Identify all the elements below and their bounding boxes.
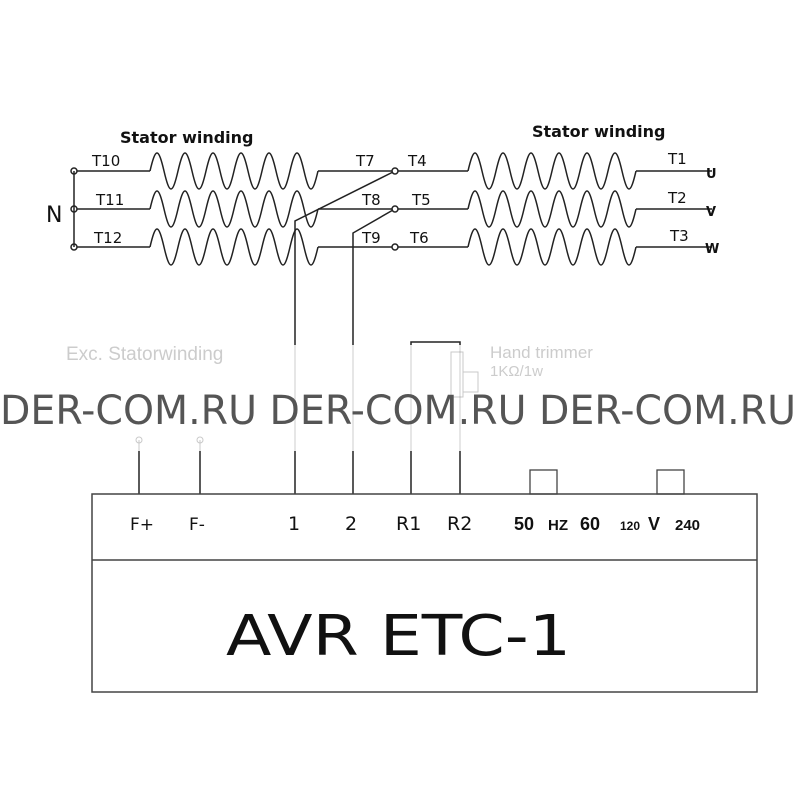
volt-240-label: 240 bbox=[675, 517, 700, 534]
t11-label: T11 bbox=[95, 191, 124, 209]
winding-coil-right bbox=[467, 152, 637, 190]
t9-label: T9 bbox=[361, 229, 381, 247]
winding-coil-right bbox=[467, 228, 637, 266]
avr-unit bbox=[91, 493, 758, 693]
t3-label: T3 bbox=[669, 227, 689, 245]
t10-label: T10 bbox=[91, 152, 120, 170]
avr-title: AVR ETC-1 bbox=[226, 604, 571, 669]
watermark: DER-COM.RU DER-COM.RU DER-COM.RU bbox=[0, 388, 796, 434]
labels: Stator winding Stator winding N T10 T11 … bbox=[46, 122, 719, 257]
terminal-node bbox=[391, 205, 399, 213]
terminal-node bbox=[391, 167, 399, 175]
terminal-1: 1 bbox=[288, 513, 300, 535]
volt-120-label: 120 bbox=[620, 519, 640, 533]
exciter-label: Exc. Statorwinding bbox=[66, 344, 223, 365]
trimmer-label: Hand trimmer bbox=[490, 343, 593, 362]
freq-50-label: 50 bbox=[514, 514, 534, 534]
trimmer-value-label: 1KΩ/1w bbox=[490, 363, 543, 380]
stator-right-label: Stator winding bbox=[532, 122, 666, 141]
winding-coil-right bbox=[467, 190, 637, 228]
t8-label: T8 bbox=[361, 191, 381, 209]
terminal-node bbox=[391, 243, 399, 251]
terminal-r1: R1 bbox=[396, 513, 421, 535]
t4-label: T4 bbox=[407, 152, 427, 170]
phase-u-label: U bbox=[706, 167, 717, 182]
phase-v-label: V bbox=[706, 205, 716, 220]
terminal-2: 2 bbox=[345, 513, 357, 535]
stator-left-label: Stator winding bbox=[120, 128, 254, 147]
t2-label: T2 bbox=[667, 189, 687, 207]
winding-coil-left bbox=[149, 190, 319, 228]
freq-60-label: 60 bbox=[580, 514, 600, 534]
t12-label: T12 bbox=[93, 229, 122, 247]
t1-label: T1 bbox=[667, 150, 687, 168]
volt-v-label: V bbox=[648, 514, 660, 534]
t5-label: T5 bbox=[411, 191, 431, 209]
phase-w-label: W bbox=[705, 242, 719, 257]
neutral-label: N bbox=[46, 203, 62, 228]
t7-label: T7 bbox=[355, 152, 375, 170]
t6-label: T6 bbox=[409, 229, 429, 247]
freq-jumper[interactable] bbox=[529, 469, 558, 495]
winding-coil-left bbox=[149, 152, 319, 190]
winding-coil-left bbox=[149, 228, 319, 266]
terminal-r2: R2 bbox=[447, 513, 472, 535]
volt-jumper[interactable] bbox=[656, 469, 685, 495]
terminal-f-plus: F+ bbox=[130, 515, 154, 535]
freq-hz-label: HZ bbox=[548, 517, 568, 534]
trimmer-resistor-icon bbox=[450, 351, 464, 398]
terminal-f-minus: F- bbox=[189, 515, 205, 535]
